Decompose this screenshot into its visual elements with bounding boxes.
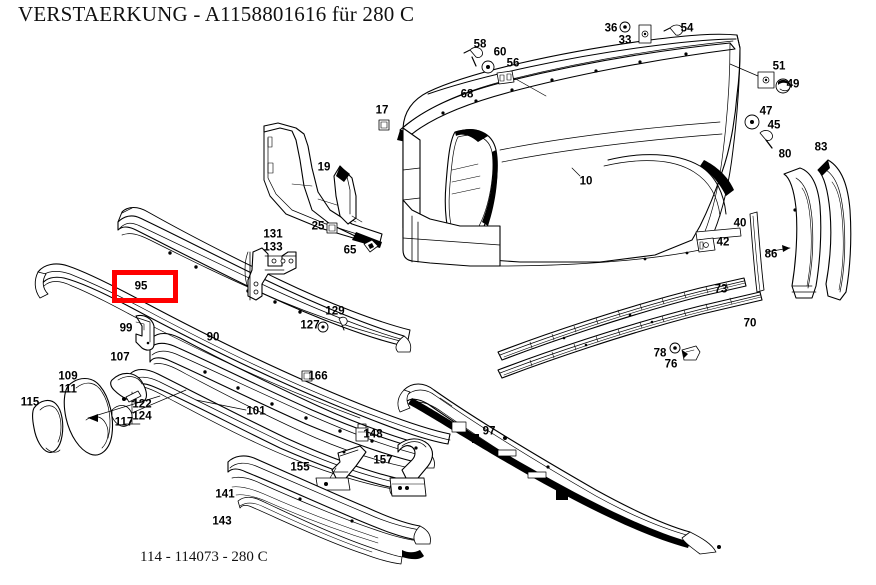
- callout-25: 25: [311, 220, 325, 233]
- wheel-arch-83: [817, 159, 852, 301]
- callout-19: 19: [317, 161, 331, 174]
- callout-143: 143: [212, 515, 232, 528]
- callout-51: 51: [772, 60, 786, 73]
- callout-133: 133: [263, 241, 283, 254]
- callout-111: 111: [59, 383, 77, 396]
- callout-127: 127: [300, 319, 320, 332]
- callout-33: 33: [618, 34, 632, 47]
- bracket-99: [135, 314, 155, 351]
- callout-97: 97: [482, 425, 496, 438]
- callout-47: 47: [759, 105, 773, 118]
- callout-122: 122: [132, 398, 152, 411]
- callout-17: 17: [375, 104, 389, 117]
- callout-107: 107: [110, 351, 130, 364]
- callout-157: 157: [373, 454, 393, 467]
- callout-73: 73: [714, 283, 728, 296]
- rear-trim-143: [237, 496, 424, 565]
- fender-assembly: [397, 33, 741, 267]
- callout-58: 58: [473, 38, 487, 51]
- callout-86: 86: [764, 248, 778, 261]
- rocker-mouldings: [497, 277, 763, 379]
- callout-78: 78: [653, 347, 667, 360]
- callout-80: 80: [778, 148, 792, 161]
- bracket-131-133: [244, 247, 297, 301]
- callout-56: 56: [506, 57, 520, 70]
- page-footer: 114 - 114073 - 280 C: [140, 549, 268, 565]
- callout-42: 42: [716, 236, 730, 249]
- callout-131: 131: [263, 228, 283, 241]
- callout-166: 166: [308, 370, 328, 383]
- page-title: VERSTAERKUNG - A1158801616 für 280 C: [18, 2, 415, 26]
- bumper-endcaps: [31, 372, 161, 456]
- callout-10: 10: [579, 175, 593, 188]
- callout-109: 109: [58, 370, 78, 383]
- callout-70: 70: [743, 317, 757, 330]
- callout-54: 54: [680, 22, 694, 35]
- callout-60: 60: [493, 46, 507, 59]
- callout-68: 68: [460, 88, 474, 101]
- callout-90: 90: [206, 331, 220, 344]
- callout-65: 65: [343, 244, 357, 257]
- callout-99: 99: [119, 322, 133, 335]
- callout-36: 36: [604, 22, 618, 35]
- small-hardware: [301, 21, 791, 442]
- callout-76: 76: [664, 358, 678, 371]
- highlight-box-part-95: [112, 270, 178, 303]
- bracket-155: [315, 445, 367, 491]
- callout-40: 40: [733, 217, 747, 230]
- callout-124: 124: [132, 410, 152, 423]
- callout-148: 148: [363, 428, 383, 441]
- callout-83: 83: [814, 141, 828, 154]
- callout-117: 117: [114, 416, 134, 429]
- wheel-arch-80: [783, 167, 822, 299]
- rear-bumper-141: [227, 455, 431, 545]
- callout-155: 155: [290, 461, 310, 474]
- callout-45: 45: [767, 119, 781, 132]
- rear-bumper-97: [397, 383, 721, 555]
- callout-49: 49: [786, 78, 800, 91]
- callout-95: 95: [134, 280, 148, 293]
- callout-115: 115: [20, 396, 40, 409]
- bracket-157: [389, 438, 434, 497]
- vertical-strip-86: [749, 211, 791, 293]
- callout-141: 141: [215, 488, 235, 501]
- callout-101: 101: [246, 405, 266, 418]
- callout-129: 129: [325, 305, 345, 318]
